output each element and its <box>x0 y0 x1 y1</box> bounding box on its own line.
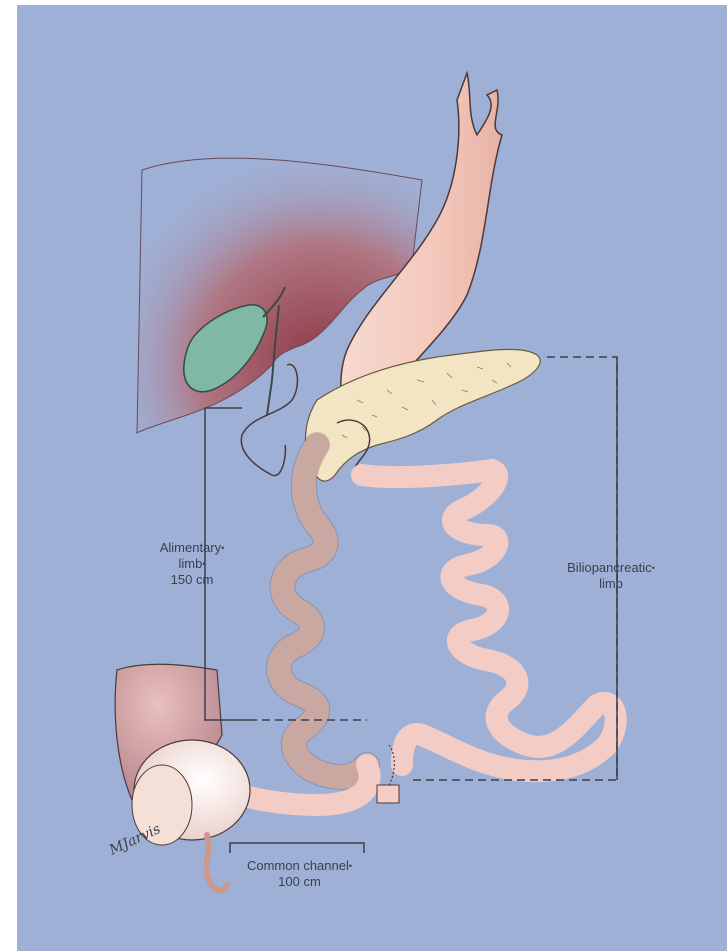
anatomy-drawing: MJarvis <box>17 5 727 951</box>
alimentary-limb-label: Alimentary limb 150 cm <box>157 540 227 588</box>
biliopancreatic-label-line-2: limb <box>557 576 665 592</box>
alimentary-label-line-1: Alimentary <box>157 540 227 556</box>
biliopancreatic-label-line-1: Biliopancreatic <box>557 560 665 576</box>
common-channel-label-line-2: 100 cm <box>227 874 372 890</box>
alimentary-label-line-2: limb <box>157 556 227 572</box>
common-channel-label-line-1: Common channel <box>227 858 372 874</box>
biliopancreatic-limb-label: Biliopancreatic limb <box>557 560 665 592</box>
common-channel-label: Common channel 100 cm <box>227 858 372 890</box>
biliopancreatic-limb <box>362 470 616 771</box>
illustration-canvas: MJarvis Alimentary limb 150 cm Biliopanc… <box>17 5 727 951</box>
common-channel-bracket <box>230 843 364 853</box>
alimentary-label-line-3: 150 cm <box>157 572 227 588</box>
pancreas <box>305 349 540 481</box>
appendix <box>206 835 227 890</box>
cut-end <box>377 785 399 803</box>
